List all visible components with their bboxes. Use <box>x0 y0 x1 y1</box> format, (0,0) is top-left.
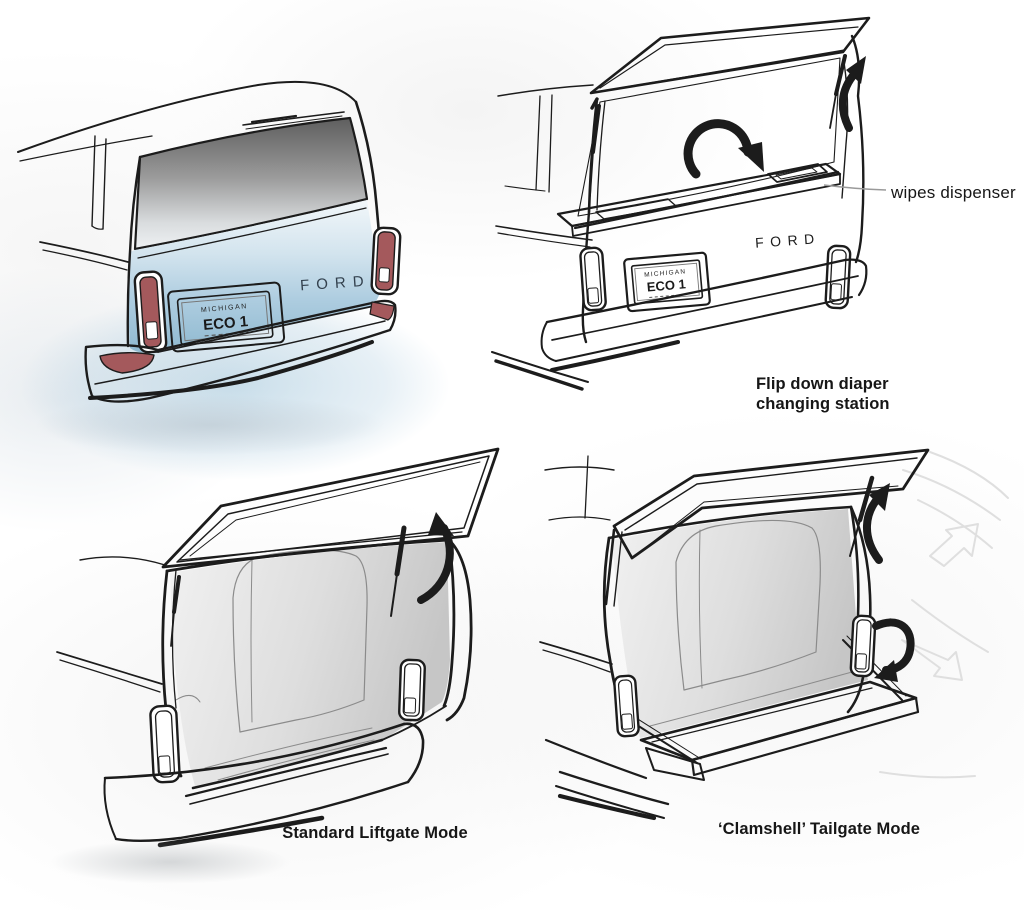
cargo-interior <box>170 542 450 786</box>
sketch-standard-liftgate <box>50 447 500 884</box>
bumper <box>84 299 397 403</box>
taillight-left <box>133 270 168 354</box>
plate-state-text: MICHIGAN <box>644 268 687 279</box>
tailgate-down-arrow-icon <box>872 618 915 682</box>
changing-station-shelf <box>556 162 887 237</box>
rear-wiper <box>242 111 345 130</box>
glass-up-arrow-icon <box>838 56 866 132</box>
flip-station-caption-line2: changing station <box>756 395 890 413</box>
tailgate-support-flap <box>645 747 705 781</box>
leader-line <box>823 184 887 191</box>
flip-station-caption: Flip down diaper changing station <box>756 374 890 414</box>
interior-sketch-lines <box>649 519 853 727</box>
taillight-left <box>613 674 640 738</box>
ford-badge: FORD <box>755 230 822 251</box>
gate-up-arrow-icon <box>863 483 890 564</box>
plate-state-text: MICHIGAN <box>201 303 248 314</box>
ghost-arrows <box>879 451 1009 779</box>
liftgate-glass-panel <box>589 16 871 197</box>
body-side-lines <box>495 84 594 248</box>
wipes-dispenser-label: wipes dispenser <box>891 183 1016 202</box>
sketch-rear-closed: MICHIGAN ECO 1 FORD <box>17 80 450 480</box>
taillight-left <box>149 704 181 784</box>
sketch-clamshell-tailgate <box>539 448 1009 821</box>
ground-shadow <box>35 395 385 455</box>
license-plate: MICHIGAN ECO 1 <box>623 251 711 313</box>
taillight-left <box>579 246 607 312</box>
taillight-right <box>849 614 877 678</box>
flip-station-caption-line1: Flip down diaper <box>756 375 889 393</box>
flip-rotation-arrow-icon <box>683 119 764 179</box>
taillight-right <box>370 226 402 296</box>
ground-shadow <box>50 840 290 884</box>
bumper <box>555 770 670 821</box>
reflector-right <box>369 301 395 321</box>
wipes-dispenser-tray <box>767 163 828 183</box>
standard-liftgate-caption: Standard Liftgate Mode <box>282 824 468 842</box>
body-side-lines <box>17 80 357 271</box>
sketch-flip-down-station: MICHIGAN ECO 1 FORD <box>491 16 887 391</box>
upper-gate-panel <box>612 448 930 560</box>
bumper <box>491 258 868 391</box>
reflector-left <box>99 352 155 374</box>
rear-window-glass <box>135 118 367 249</box>
clamshell-caption: ‘Clamshell’ Tailgate Mode <box>717 820 921 838</box>
plate-number-text: ECO 1 <box>202 313 248 334</box>
plate-number-text: ECO 1 <box>646 276 686 294</box>
support-cable-left <box>628 719 698 764</box>
ford-badge: FORD <box>300 272 372 294</box>
taillight-right <box>398 658 426 722</box>
liftgate-up-arrow-icon <box>417 512 454 604</box>
